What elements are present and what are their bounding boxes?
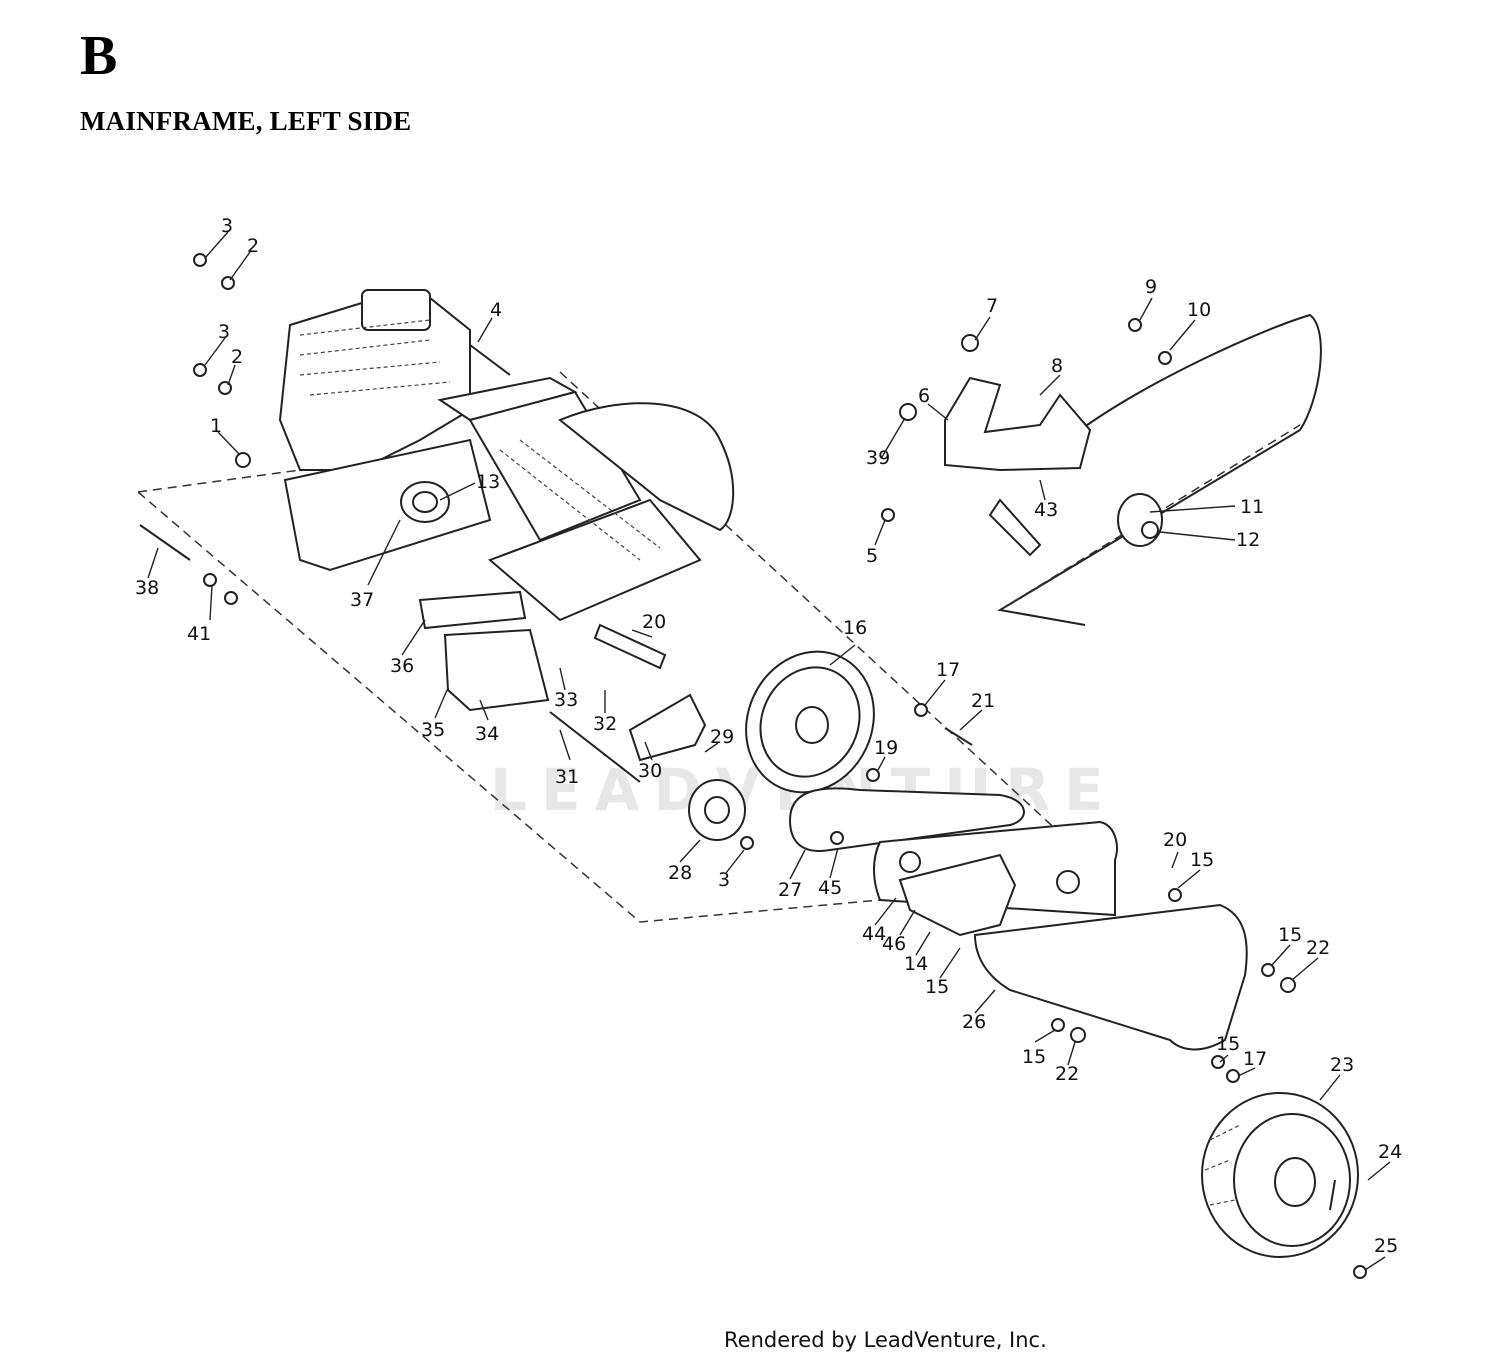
callout-25: 25 xyxy=(1374,1235,1398,1257)
callout-15: 15 xyxy=(1278,924,1302,946)
callout-21: 21 xyxy=(971,690,995,712)
callout-24: 24 xyxy=(1378,1141,1402,1163)
wheel xyxy=(1201,1092,1359,1258)
callout-20: 20 xyxy=(1163,829,1187,851)
assembly-guide-line xyxy=(137,371,1101,923)
callout-15: 15 xyxy=(1022,1046,1046,1068)
callout-8: 8 xyxy=(1051,355,1063,377)
callout-33: 33 xyxy=(554,689,578,711)
callout-43: 43 xyxy=(1034,499,1058,521)
callout-27: 27 xyxy=(778,879,802,901)
callout-15: 15 xyxy=(925,976,949,998)
callout-22: 22 xyxy=(1055,1063,1079,1085)
callout-5: 5 xyxy=(866,545,878,567)
callout-14: 14 xyxy=(904,953,928,975)
rod xyxy=(549,711,641,783)
leader-lines xyxy=(147,231,1391,1271)
mainframe-tube xyxy=(437,376,735,622)
callout-20: 20 xyxy=(642,611,666,633)
large-pulley xyxy=(745,650,875,794)
callout-19: 19 xyxy=(874,737,898,759)
callout-30: 30 xyxy=(638,760,662,782)
callout-41: 41 xyxy=(187,623,211,645)
callout-29: 29 xyxy=(710,726,734,748)
footer-credit: Rendered by LeadVenture, Inc. xyxy=(724,1328,1047,1352)
bracket-and-housing xyxy=(418,590,550,712)
section-title: MAINFRAME, LEFT SIDE xyxy=(80,106,412,136)
callout-31: 31 xyxy=(555,766,579,788)
callout-36: 36 xyxy=(390,655,414,677)
callout-15: 15 xyxy=(1190,849,1214,871)
callout-39: 39 xyxy=(866,447,890,469)
callout-16: 16 xyxy=(843,617,867,639)
engine xyxy=(278,288,492,572)
callout-6: 6 xyxy=(918,385,930,407)
drive-belt xyxy=(788,787,1025,852)
callout-1: 1 xyxy=(210,415,222,437)
section-letter: B xyxy=(80,25,118,87)
callout-37: 37 xyxy=(350,589,374,611)
callout-28: 28 xyxy=(668,862,692,884)
callout-22: 22 xyxy=(1306,937,1330,959)
callout-17: 17 xyxy=(1243,1048,1267,1070)
callout-12: 12 xyxy=(1236,529,1260,551)
callout-3: 3 xyxy=(718,869,730,891)
callout-38: 38 xyxy=(135,577,159,599)
handle-bracket-inset xyxy=(944,313,1322,626)
callout-13: 13 xyxy=(476,471,500,493)
engine-pulley xyxy=(400,481,450,523)
callout-32: 32 xyxy=(593,713,617,735)
callout-3: 3 xyxy=(221,215,233,237)
callout-17: 17 xyxy=(936,659,960,681)
callout-2: 2 xyxy=(231,346,243,368)
inner-cover xyxy=(898,853,1017,937)
callout-15: 15 xyxy=(1216,1033,1240,1055)
belt-cover xyxy=(973,903,1248,1051)
callout-2: 2 xyxy=(247,235,259,257)
callout-9: 9 xyxy=(1145,276,1157,298)
callout-26: 26 xyxy=(962,1011,986,1033)
callout-4: 4 xyxy=(490,299,502,321)
callout-35: 35 xyxy=(421,719,445,741)
callout-44: 44 xyxy=(862,923,886,945)
callout-11: 11 xyxy=(1240,496,1264,518)
callout-45: 45 xyxy=(818,877,842,899)
callout-3: 3 xyxy=(218,321,230,343)
shaft xyxy=(593,623,667,670)
callout-labels: 3 2 3 2 1 4 13 37 38 41 36 35 34 33 32 3… xyxy=(135,215,1402,1257)
callout-7: 7 xyxy=(986,295,998,317)
callout-34: 34 xyxy=(475,723,499,745)
callout-23: 23 xyxy=(1330,1054,1354,1076)
callout-46: 46 xyxy=(882,933,906,955)
callout-10: 10 xyxy=(1187,299,1211,321)
idler-arm xyxy=(628,693,707,762)
hardware xyxy=(139,253,1367,1279)
small-pulley xyxy=(688,779,746,841)
